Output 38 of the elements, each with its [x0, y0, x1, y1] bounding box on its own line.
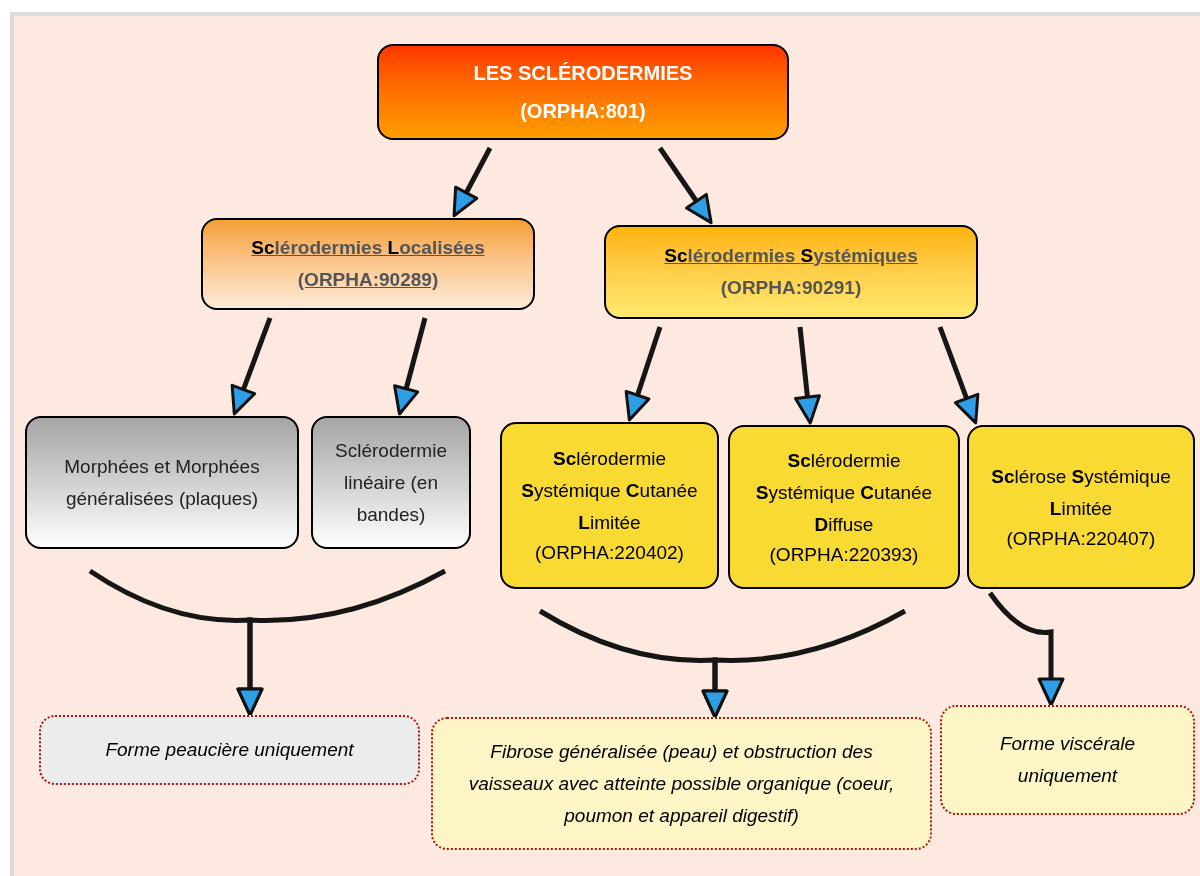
arrow — [987, 591, 1065, 707]
arrow — [937, 326, 980, 425]
arrow — [236, 568, 447, 717]
arrow — [624, 326, 663, 422]
arrow — [393, 317, 428, 416]
arrow — [794, 326, 821, 425]
category-box — [604, 225, 978, 319]
outcome-box — [940, 705, 1195, 815]
arrow — [230, 317, 273, 416]
node-title: Forme viscérale uniquement — [998, 732, 1137, 788]
node-code: (ORPHA:220393) — [769, 542, 919, 567]
node-title: Sclérodermies Systémiques — [664, 243, 918, 268]
subtype-box — [967, 425, 1195, 589]
subtype-box — [500, 422, 719, 589]
node-code: (ORPHA:90291) — [720, 276, 862, 300]
node-title: Morphées et Morphées généralisées (plaques) — [63, 454, 261, 511]
node-title: Sclérodermies Localisées — [251, 235, 485, 260]
root-box — [377, 44, 789, 140]
node-title: Forme peaucière uniquement — [105, 737, 354, 762]
node-title: Fibrose généralisée (peau) et obstruction des vaisseaux avec atteinte possible organique (coeur, poumon et appareil digestif) — [467, 739, 896, 828]
node-code: (ORPHA:801) — [520, 99, 646, 124]
arrow — [452, 146, 493, 218]
node-code: (ORPHA:90289) — [297, 268, 439, 292]
node-code: (ORPHA:220402) — [535, 541, 684, 566]
node-title: LES SCLÉRODERMIES — [473, 61, 693, 86]
subtype-box — [728, 425, 960, 589]
subtype-box — [311, 416, 471, 549]
outcome-box — [39, 715, 420, 785]
node-title: Sclérodermie linéaire (en bandes) — [334, 438, 448, 527]
outcome-box — [431, 717, 932, 850]
node-title: Sclérodermie Systémique Cutanée Limitée — [520, 447, 699, 536]
node-code: (ORPHA:220407) — [1006, 526, 1156, 551]
arrow — [701, 608, 907, 719]
subtype-box — [25, 416, 299, 549]
node-title: Sclérodermie Systémique Cutanée Diffuse — [754, 448, 934, 537]
category-box — [201, 218, 535, 310]
arrow — [657, 146, 713, 225]
node-title: Sclérose Systémique Limitée — [990, 464, 1172, 521]
